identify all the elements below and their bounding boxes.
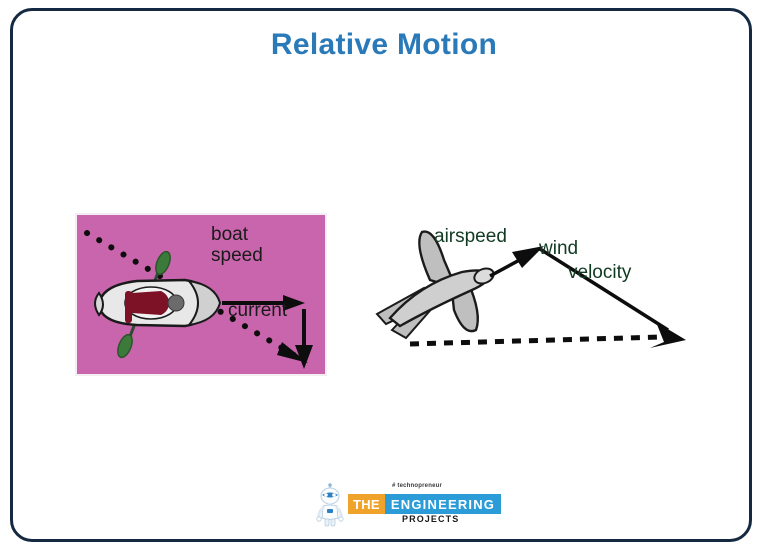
resultant-path-dotted-line (84, 230, 302, 361)
brand-tagline: # technopreneur (392, 483, 443, 489)
airplane-icon (375, 230, 495, 340)
boat-figure-graphics (84, 230, 313, 369)
brand-word-the: THE (348, 494, 385, 514)
paddle-blade-upper (155, 250, 171, 276)
current-vector-arrowhead (295, 345, 313, 369)
page-title: Relative Motion (270, 28, 498, 61)
paddler-arm-right (125, 301, 132, 323)
robot-mascot-icon (316, 483, 344, 527)
kayak-icon (94, 250, 222, 359)
brand-wordmark: THE ENGINEERING (348, 494, 502, 514)
wind-velocity-vector-line (539, 247, 669, 332)
boat-and-current-vector-diagram: boat speed current (75, 213, 327, 376)
wind-label: wind (539, 238, 579, 259)
kayak-bow (186, 279, 222, 327)
airspeed-label: airspeed (434, 226, 507, 247)
paddler-torso (130, 291, 169, 315)
brand-word-engineering: ENGINEERING (384, 494, 502, 514)
current-label: current (228, 300, 288, 321)
boat-speed-label: boat speed (211, 224, 263, 266)
paddler-head (167, 294, 185, 312)
paddle-blade-lower (117, 333, 133, 359)
wind-velocity-vector-arrowhead (650, 322, 686, 348)
airplane-wing-upper (418, 230, 459, 290)
airspeed-vector-arrowhead (512, 246, 544, 268)
boat-speed-vector-arrowhead (283, 295, 305, 311)
plane-figure-graphics (375, 230, 686, 348)
brand-word-projects: PROJECTS (402, 514, 460, 524)
kayak-stern (94, 291, 104, 317)
footer-brand-logo[interactable]: # technopreneur THE ENGINEERING PROJECTS (314, 483, 502, 531)
velocity-label: velocity (568, 262, 632, 283)
ground-velocity-dashed-line (409, 334, 663, 347)
airplane-wind-vector-diagram: airspeed wind velocity (372, 218, 707, 373)
